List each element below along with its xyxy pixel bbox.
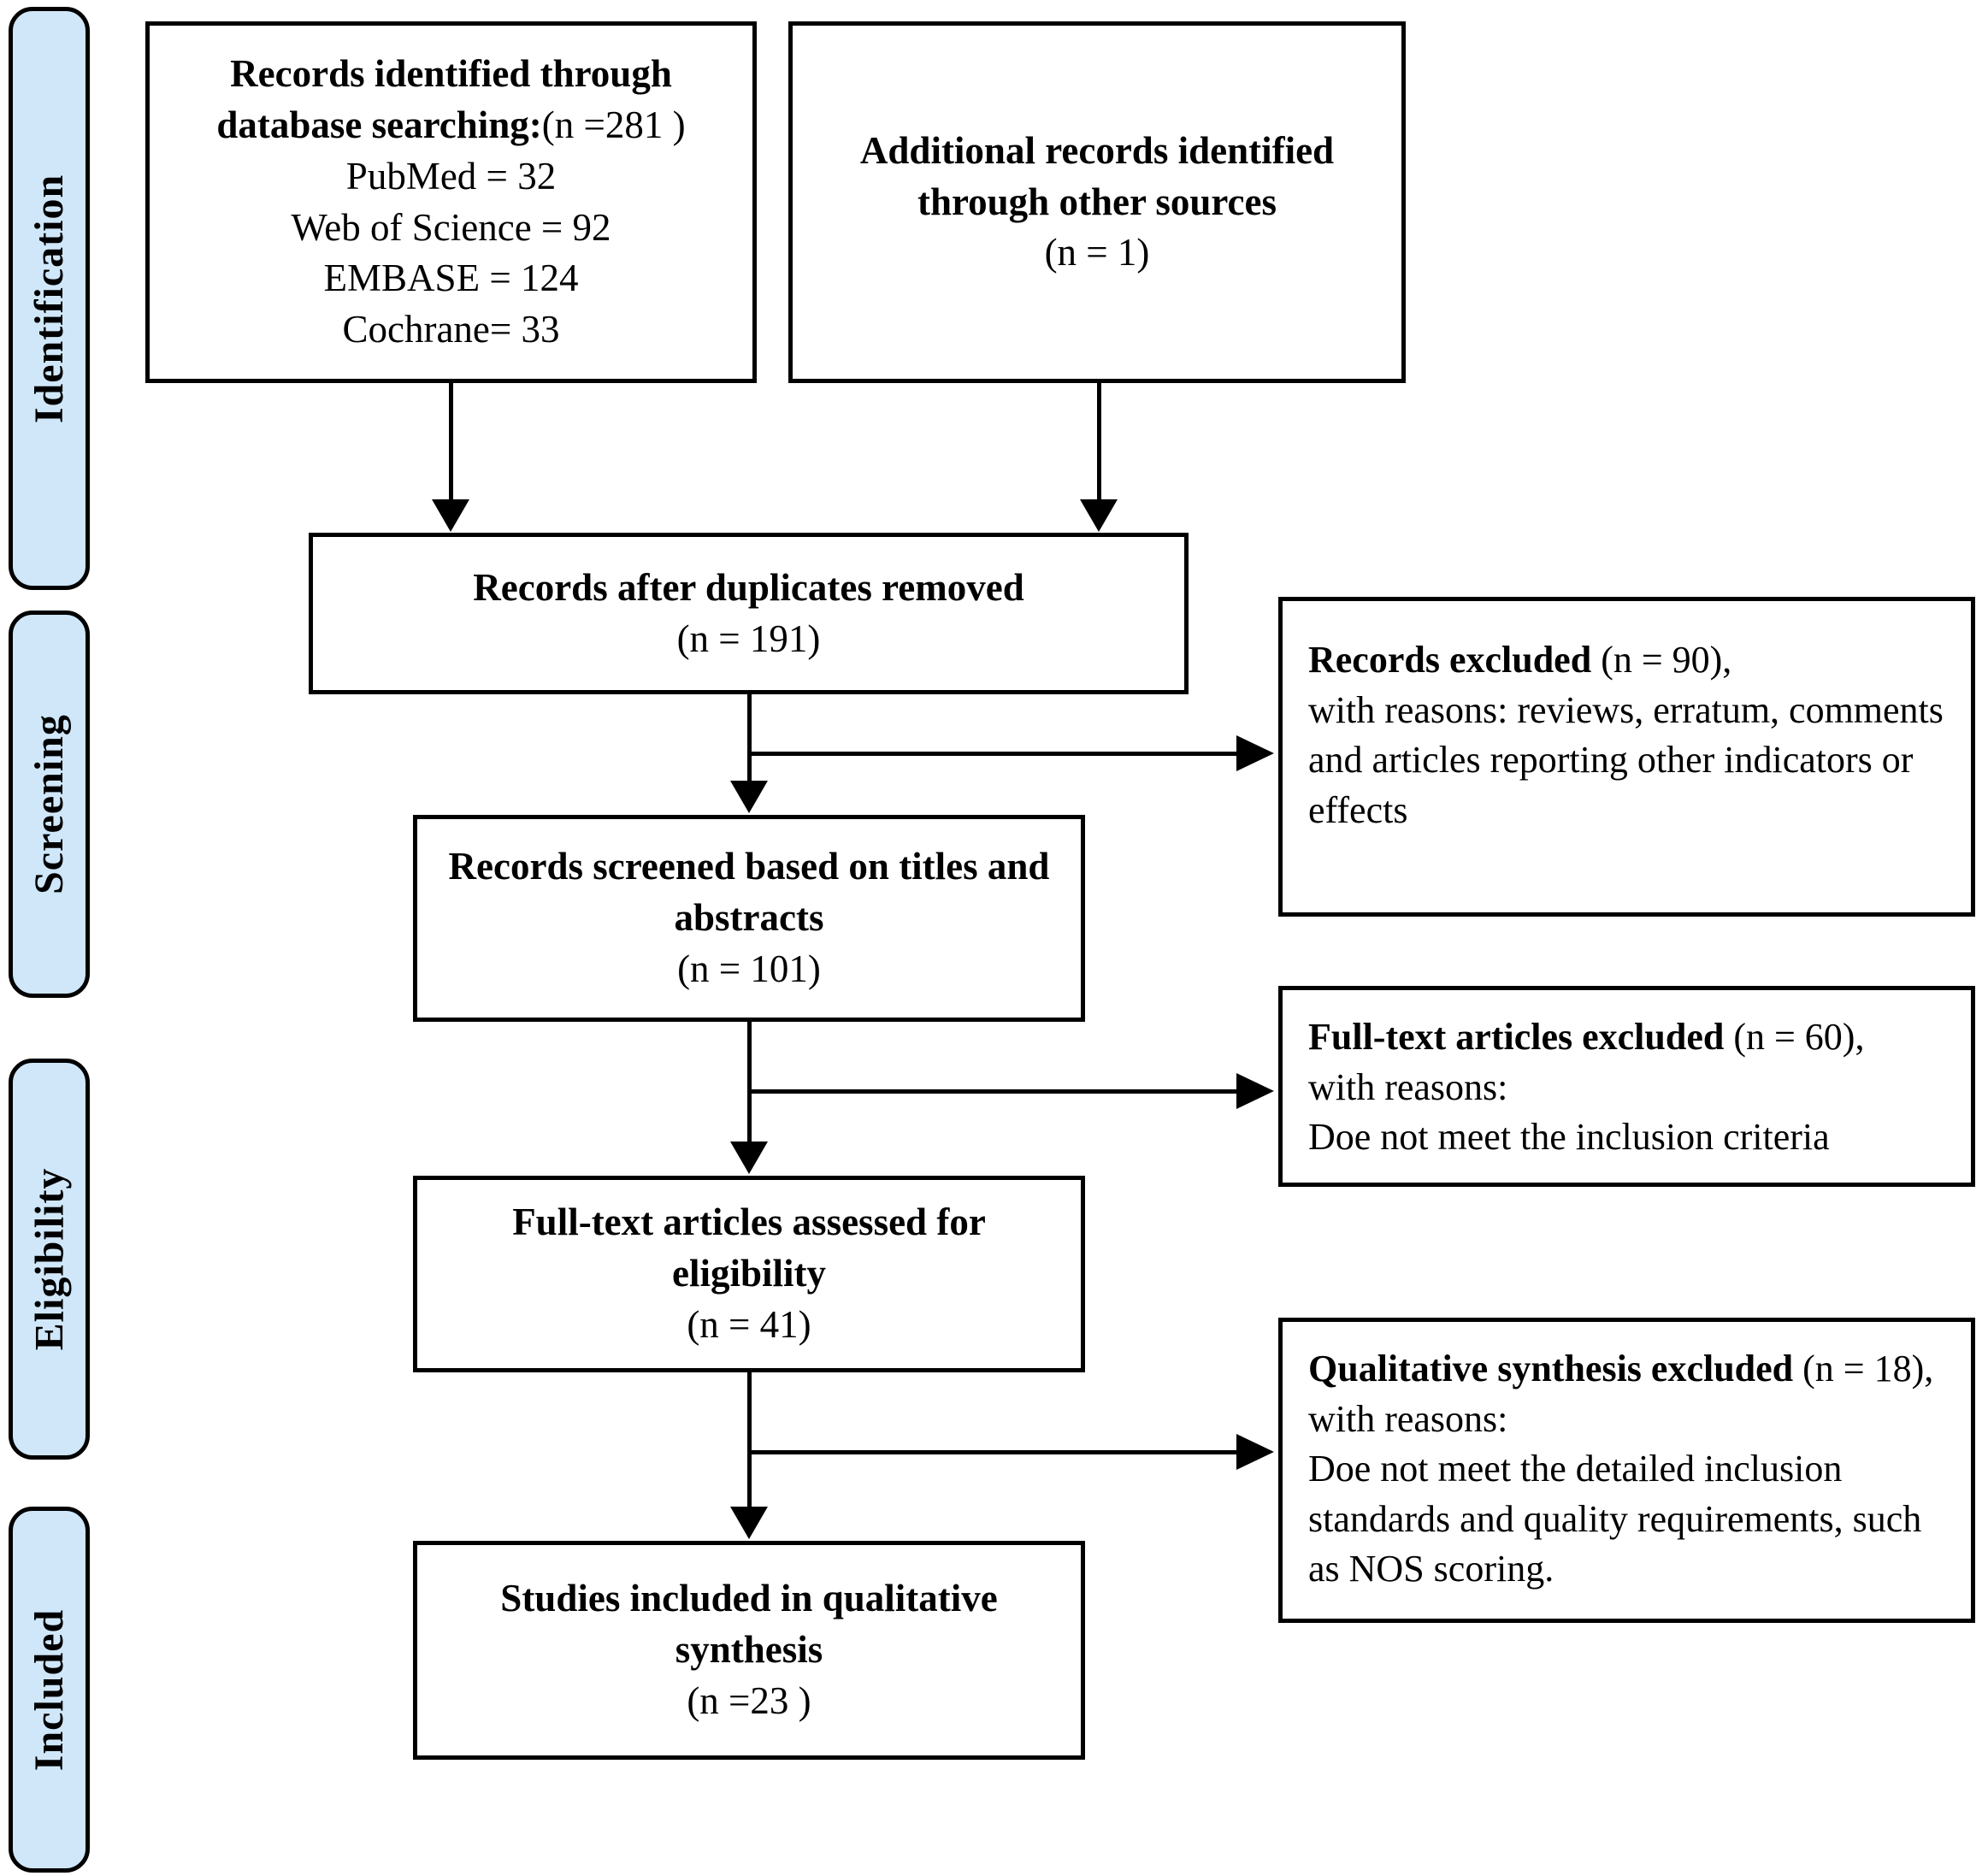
box-additional-records: Additional records identified through ot…	[788, 21, 1406, 383]
stage-included: Included	[9, 1507, 90, 1873]
arrowhead-down-icon	[730, 781, 768, 813]
db-item: EMBASE = 124	[323, 257, 579, 300]
db-item: PubMed = 32	[345, 154, 557, 198]
excluded-reasons: Doe not meet the detailed inclusion stan…	[1308, 1448, 1922, 1590]
box-studies-included: Studies included in qualitative synthesi…	[413, 1541, 1085, 1760]
stage-label: Eligibility	[27, 1167, 72, 1351]
excluded-heading: Records excluded (n = 90),	[1308, 635, 1952, 686]
stage-label: Screening	[27, 714, 72, 894]
box-title: Studies included in qualitative synthesi…	[500, 1577, 998, 1672]
connector-line	[749, 752, 1236, 756]
connector-line	[1097, 383, 1101, 503]
stage-label: Included	[27, 1608, 72, 1771]
db-item: Web of Science = 92	[291, 205, 611, 249]
excluded-heading-bold: Qualitative synthesis excluded	[1308, 1348, 1794, 1389]
connector-line	[747, 1022, 752, 1142]
connector-line	[749, 1089, 1236, 1094]
connector-line	[749, 1450, 1236, 1454]
excluded-reasons: Doe not meet the inclusion criteria	[1308, 1116, 1830, 1159]
box-records-excluded: Records excluded (n = 90), with reasons:…	[1278, 597, 1975, 917]
connector-line	[747, 1372, 752, 1509]
excluded-count: (n = 90),	[1591, 639, 1732, 681]
box-title-bold: Records identified through database sear…	[216, 51, 672, 146]
arrowhead-right-icon	[1236, 1434, 1274, 1470]
box-qualitative-excluded: Qualitative synthesis excluded (n = 18),…	[1278, 1318, 1975, 1623]
excluded-reasons: with reasons: reviews, erratum, comments…	[1308, 688, 1944, 831]
box-count: (n = 1)	[1044, 231, 1150, 274]
excluded-count: (n = 60),	[1724, 1016, 1865, 1058]
arrowhead-right-icon	[1236, 735, 1274, 771]
excluded-heading-bold: Full-text articles excluded	[1308, 1016, 1725, 1058]
box-count: (n =23 )	[687, 1678, 811, 1722]
excluded-reasons: with reasons:	[1308, 1065, 1508, 1108]
excluded-heading: Full-text articles excluded (n = 60),	[1308, 1012, 1952, 1063]
box-count: (n = 191)	[676, 616, 821, 660]
box-fulltext-excluded: Full-text articles excluded (n = 60), wi…	[1278, 986, 1975, 1187]
arrowhead-down-icon	[730, 1507, 768, 1539]
excluded-count: (n = 18), with reasons:	[1308, 1348, 1934, 1440]
stage-eligibility: Eligibility	[9, 1059, 90, 1460]
stage-label: Identification	[27, 174, 72, 423]
box-fulltext-assessed: Full-text articles assessed for eligibil…	[413, 1176, 1085, 1372]
box-count: (n =281 )	[541, 103, 686, 146]
box-title: Records after duplicates removed	[473, 565, 1024, 609]
box-records-identified: Records identified through database sear…	[145, 21, 757, 383]
box-count: (n = 41)	[687, 1302, 811, 1346]
stage-identification: Identification	[9, 7, 90, 590]
box-title: Additional records identified through ot…	[859, 128, 1335, 223]
db-item: Cochrane= 33	[342, 308, 560, 351]
stage-screening: Screening	[9, 611, 90, 998]
box-title: Records screened based on titles and abs…	[448, 845, 1050, 940]
excluded-heading: Qualitative synthesis excluded (n = 18),…	[1308, 1344, 1952, 1444]
box-records-screened: Records screened based on titles and abs…	[413, 815, 1085, 1022]
excluded-heading-bold: Records excluded	[1308, 639, 1592, 681]
box-title: Full-text articles assessed for eligibil…	[512, 1201, 986, 1295]
arrowhead-down-icon	[432, 499, 469, 532]
arrowhead-down-icon	[1080, 499, 1118, 532]
connector-line	[747, 694, 752, 784]
box-title: Records identified through database sear…	[170, 49, 732, 151]
arrowhead-down-icon	[730, 1142, 768, 1174]
connector-line	[449, 383, 453, 503]
box-duplicates-removed: Records after duplicates removed (n = 19…	[309, 533, 1189, 694]
arrowhead-right-icon	[1236, 1073, 1274, 1109]
box-count: (n = 101)	[677, 947, 821, 990]
